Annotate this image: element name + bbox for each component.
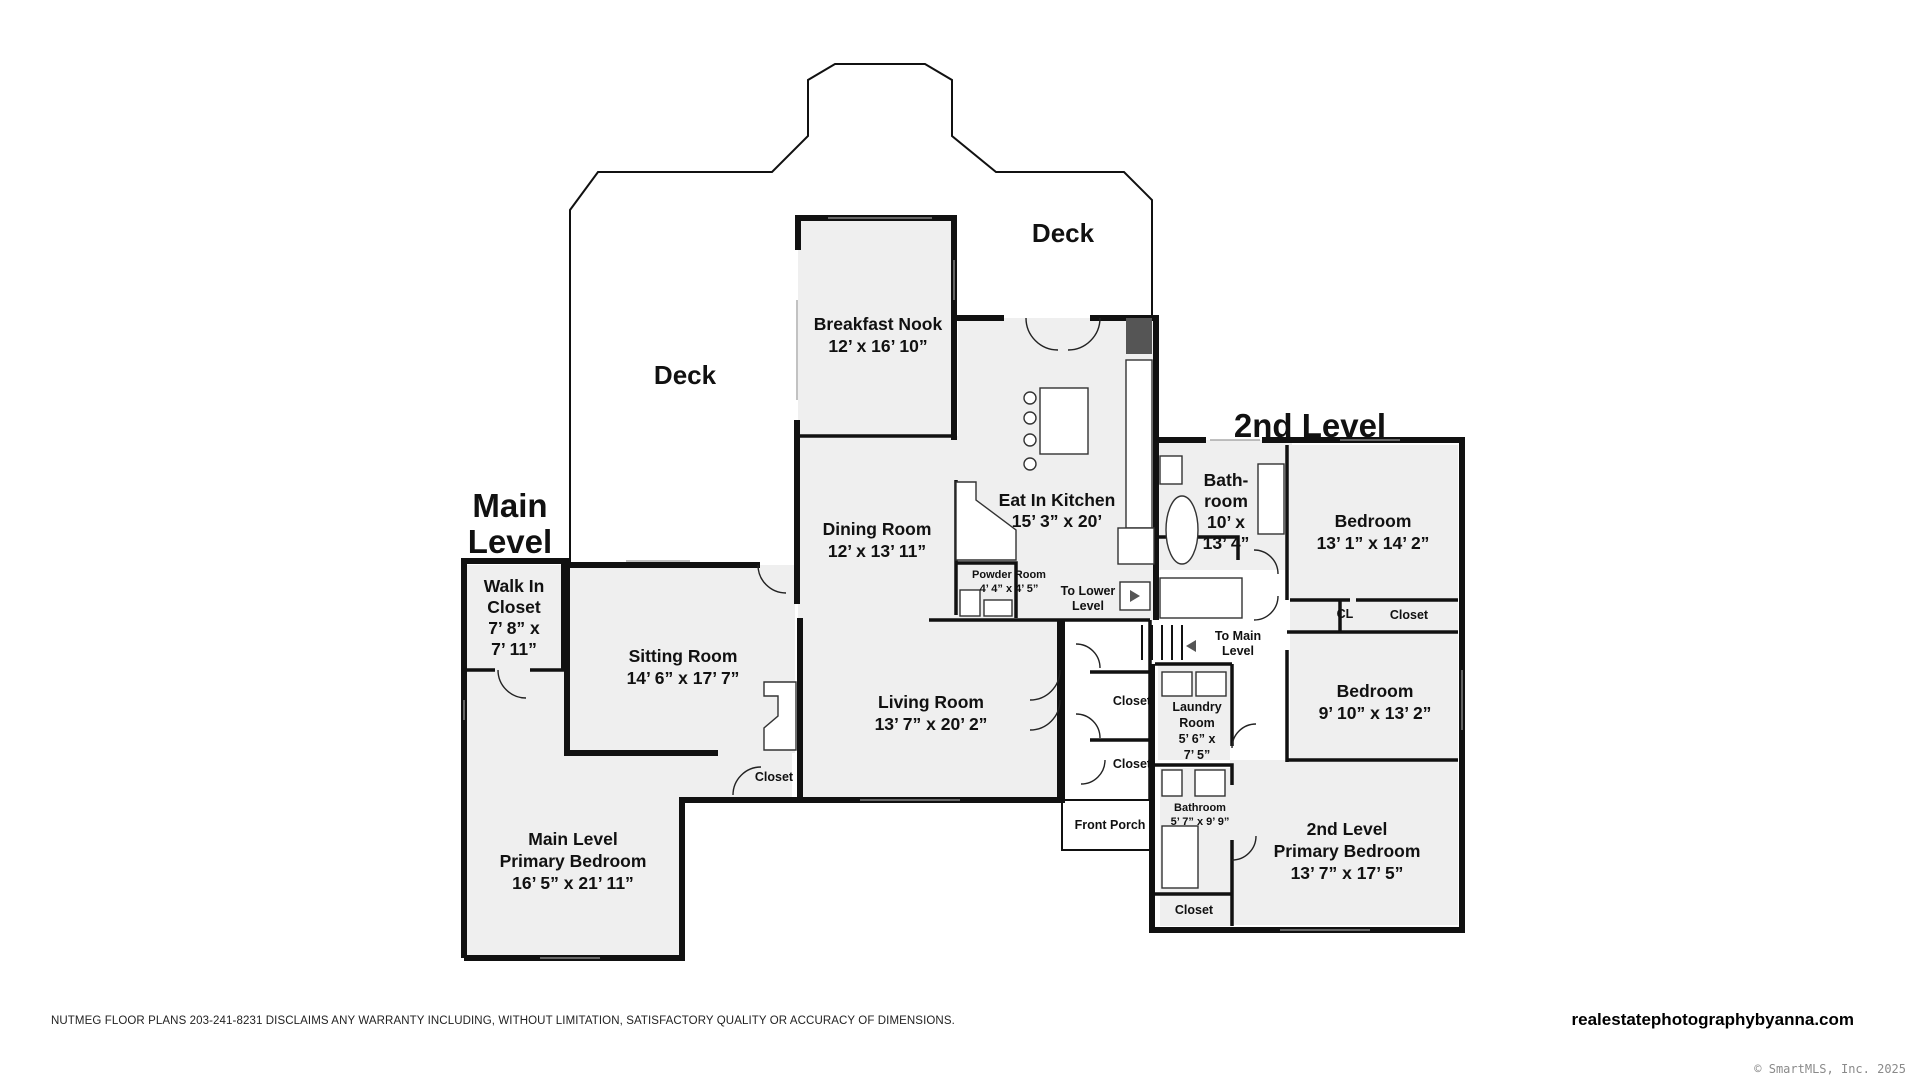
bathtub: [1165, 495, 1199, 565]
lower-bathroom-dims: 5’ 7” x 9’ 9”: [1171, 816, 1230, 828]
room-floors: [462, 218, 1458, 956]
website-text: realestatephotographybyanna.com: [1571, 1010, 1854, 1029]
closet-label-sitting: Closet: [755, 770, 794, 784]
closet-label-primary: Closet: [1175, 903, 1214, 917]
door-swings: [497, 317, 1279, 861]
kitchen-dims: 15’ 3” x 20’: [1012, 511, 1103, 531]
main-level-label-1: Main: [472, 487, 547, 524]
stairs: [1141, 625, 1183, 660]
kitchen-corner-counter: [955, 481, 1017, 561]
washer: [1161, 671, 1193, 697]
bedroom-2-dims: 9’ 10” x 13’ 2”: [1319, 703, 1432, 723]
closet-label-bedroom: Closet: [1390, 608, 1429, 622]
level-labels: Main 2nd Level Level: [468, 407, 1386, 560]
deck-outline: [569, 63, 1153, 565]
kitchen-counter: [1125, 359, 1153, 529]
living-room-name: Living Room: [878, 692, 984, 712]
main-primary-bedroom-name-1: Main Level: [528, 829, 617, 849]
laundry-room-name-2: Room: [1179, 716, 1214, 730]
stove: [1117, 527, 1155, 565]
to-lower-level-label-1: To Lower: [1061, 584, 1116, 598]
upper-bathroom-dims-2: 13’ 4”: [1203, 533, 1250, 553]
double-vanity: [1257, 463, 1285, 535]
dining-room-dims: 12’ x 13’ 11”: [828, 541, 926, 561]
laundry-room-name-1: Laundry: [1172, 700, 1221, 714]
to-lower-level-label-2: Level: [1072, 599, 1104, 613]
to-main-level-label-2: Level: [1222, 644, 1254, 658]
cl-label: CL: [1337, 607, 1354, 621]
room-labels: Breakfast Nook 12’ x 16’ 10” Eat In Kitc…: [484, 314, 1432, 893]
deck-label-upper: Deck: [1032, 218, 1095, 248]
breakfast-nook-dims: 12’ x 16’ 10”: [828, 336, 927, 356]
fixtures: [955, 318, 1285, 889]
dining-room-name: Dining Room: [823, 519, 932, 539]
bedroom-1-name: Bedroom: [1335, 511, 1412, 531]
refrigerator: [1126, 318, 1152, 354]
second-primary-bedroom-name-2: Primary Bedroom: [1274, 841, 1421, 861]
front-porch-label: Front Porch: [1075, 818, 1146, 832]
arrow-left-icon: [1186, 640, 1196, 652]
arrow-right-icon: [1130, 590, 1140, 602]
copyright-text: © SmartMLS, Inc. 2025: [1754, 1062, 1906, 1076]
walk-in-closet-name-2: Closet: [487, 597, 541, 617]
second-level-label: 2nd Level: [1234, 407, 1386, 444]
lower-bathroom-name: Bathroom: [1174, 802, 1226, 814]
powder-room-dims: 4’ 4” x 4’ 5”: [980, 583, 1039, 595]
walk-in-closet-dims-1: 7’ 8” x: [488, 618, 540, 638]
kitchen-name: Eat In Kitchen: [999, 490, 1116, 510]
dryer: [1195, 671, 1227, 697]
walk-in-closet-dims-2: 7’ 11”: [491, 639, 537, 659]
lower-shower: [1161, 825, 1199, 889]
bedroom-1-dims: 13’ 1” x 14’ 2”: [1317, 533, 1430, 553]
second-primary-bedroom-dims: 13’ 7” x 17’ 5”: [1291, 863, 1404, 883]
powder-room-name: Powder Room: [972, 569, 1046, 581]
upper-bathroom-name-2: room: [1204, 491, 1248, 511]
main-primary-bedroom-name-2: Primary Bedroom: [500, 851, 647, 871]
laundry-room-dims-1: 5’ 6” x: [1179, 732, 1216, 746]
closet-label-porch-2: Closet: [1113, 757, 1152, 771]
second-primary-bedroom-name-1: 2nd Level: [1307, 819, 1388, 839]
walk-in-closet-name-1: Walk In: [484, 576, 545, 596]
breakfast-nook-name: Breakfast Nook: [814, 314, 943, 334]
deck-label-left: Deck: [654, 360, 717, 390]
upper-bathroom-name-1: Bath-: [1204, 470, 1249, 490]
shower: [1159, 577, 1243, 619]
to-main-level-label-1: To Main: [1215, 629, 1261, 643]
windows: [463, 217, 1463, 959]
disclaimer-text: NUTMEG FLOOR PLANS 203-241-8231 DISCLAIM…: [51, 1015, 955, 1027]
small-labels: Closet Closet Closet Closet Closet CL Fr…: [755, 584, 1429, 917]
sitting-room-dims: 14’ 6” x 17’ 7”: [627, 668, 740, 688]
upper-bathroom-dims-1: 10’ x: [1207, 512, 1245, 532]
main-primary-bedroom-dims: 16’ 5” x 21’ 11”: [512, 873, 634, 893]
main-level-label-2: Level: [468, 523, 552, 560]
living-room-dims: 13’ 7” x 20’ 2”: [875, 714, 988, 734]
deck-labels: Deck Deck: [654, 218, 1095, 390]
sitting-room-name: Sitting Room: [629, 646, 738, 666]
laundry-room-dims-2: 7’ 5”: [1184, 748, 1210, 762]
closet-label-porch-1: Closet: [1113, 694, 1152, 708]
kitchen-island: [1039, 387, 1089, 455]
bedroom-2-name: Bedroom: [1337, 681, 1414, 701]
